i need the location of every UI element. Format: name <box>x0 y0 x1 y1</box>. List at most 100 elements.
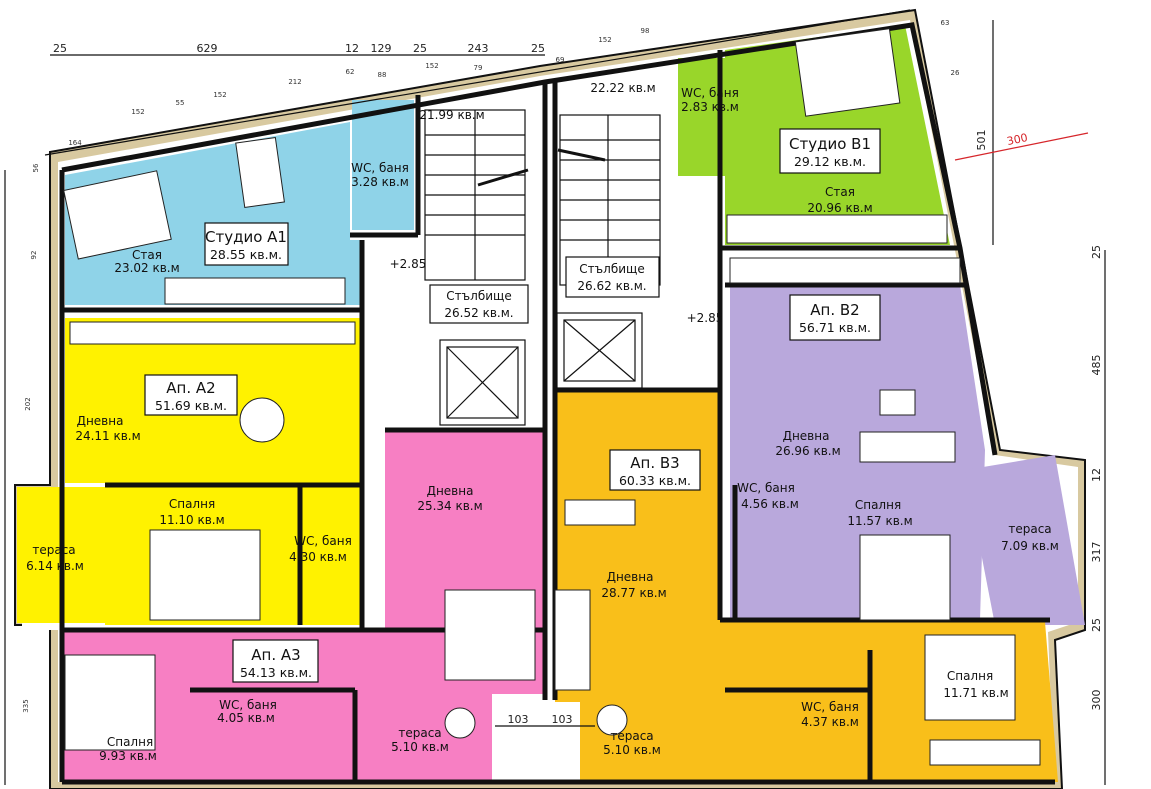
dim-right-6: 300 <box>1090 690 1103 711</box>
stairs-b-area: 22.22 кв.м <box>590 81 655 95</box>
apt-b2-living-name: Дневна <box>783 429 830 443</box>
dim-left-3: 335 <box>22 699 30 712</box>
apt-b2-area: 56.71 кв.м. <box>799 320 871 335</box>
dim-left-1: 92 <box>30 251 38 260</box>
studio-b1-room-name: Стая <box>825 185 855 199</box>
dim-facade-0: 164 <box>68 139 82 147</box>
studio-a1-room-area: 23.02 кв.м <box>114 261 179 275</box>
apt-b2-bedroom-name: Спалня <box>855 498 901 512</box>
studio-b1-title-box <box>779 128 881 174</box>
apt-b2-title: Ап. В2 <box>810 301 859 319</box>
apt-a3-wc-area: 4.05 кв.м <box>217 711 275 725</box>
dim-facade-6: 88 <box>378 71 387 79</box>
dim-facade-10: 152 <box>598 36 611 44</box>
studio-b1-room-area: 20.96 кв.м <box>807 201 872 215</box>
stairs-a-hall-box <box>429 284 529 324</box>
apt-a3-title: Ап. А3 <box>251 646 300 664</box>
dim-bottom-1: 103 <box>552 713 573 726</box>
apt-a2-living-area: 24.11 кв.м <box>75 429 140 443</box>
studio-b1-area: 29.12 кв.м. <box>794 154 866 169</box>
furniture <box>63 28 1041 766</box>
stairs-b-hall-name: Стълбище <box>579 262 644 276</box>
apt-b3-title-box <box>609 449 701 491</box>
dim-right-1: 25 <box>1090 245 1103 259</box>
stairs-a-hall-area: 26.52 кв.м. <box>444 306 513 320</box>
apt-b2-living-area: 26.96 кв.м <box>775 444 840 458</box>
studio-b1-wc-name: WC, баня <box>681 86 739 100</box>
dim-right-5: 25 <box>1090 618 1103 632</box>
studio-a1-area: 28.55 кв.м. <box>210 247 282 262</box>
staircase-b <box>557 114 661 286</box>
elevator-b <box>556 312 643 389</box>
dim-facade-4: 212 <box>288 78 301 86</box>
dim-facade-5: 62 <box>346 68 355 76</box>
stairs-b-hall-box <box>565 256 660 298</box>
studio-a1-title-box <box>204 222 289 266</box>
apt-a3-living-area: 25.34 кв.м <box>417 499 482 513</box>
studio-a1-title: Студио А1 <box>205 228 287 246</box>
apt-b3-wc-area: 4.37 кв.м <box>801 715 859 729</box>
stairs-b-hall-area: 26.62 кв.м. <box>577 279 646 293</box>
studio-b1-wc-fill <box>678 58 738 176</box>
apt-b2-terrace-area: 7.09 кв.м <box>1001 539 1059 553</box>
apt-b3-area: 60.33 кв.м. <box>619 473 691 488</box>
dimension-top: 25 629 12 129 25 243 25 <box>50 42 545 56</box>
studio-b1-wc-area: 2.83 кв.м <box>681 100 739 114</box>
apt-b3-bedroom-area: 11.71 кв.м <box>943 686 1008 700</box>
stairs-a-hall-name: Стълбище <box>446 289 511 303</box>
apt-a3-bedroom-area: 9.93 кв.м <box>99 749 157 763</box>
studio-a1-wc-name: WC, баня <box>351 161 409 175</box>
dim-right-slant-0: 63 <box>941 19 950 27</box>
dim-facade-11: 98 <box>641 27 650 35</box>
dim-facade-3: 152 <box>213 91 226 99</box>
apt-a2-area: 51.69 кв.м. <box>155 398 227 413</box>
dim-right-2: 485 <box>1090 355 1103 376</box>
dim-facade-8: 79 <box>474 64 483 72</box>
staircase-a <box>424 109 529 281</box>
stairs-b-level: +2.85 <box>687 311 724 325</box>
dim-offset-red: 300 <box>1006 131 1029 148</box>
stairs-a-level: +2.85 <box>390 257 427 271</box>
dim-facade-9: 69 <box>556 56 565 64</box>
apt-a3-area: 54.13 кв.м. <box>240 665 312 680</box>
dim-top-0: 25 <box>53 42 67 55</box>
apt-a2-wc-area: 4.30 кв.м <box>289 550 347 564</box>
apt-b2-wc-name: WC, баня <box>737 481 795 495</box>
dim-right-0: 501 <box>975 130 988 151</box>
dim-left-0: 56 <box>32 163 40 172</box>
dim-top-4: 25 <box>413 42 427 55</box>
dim-top-1: 629 <box>197 42 218 55</box>
apt-a3-terrace-area: 5.10 кв.м <box>391 740 449 754</box>
apt-b3-bedroom-name: Спалня <box>947 669 993 683</box>
dim-top-5: 243 <box>468 42 489 55</box>
apt-b2-wc-area: 4.56 кв.м <box>741 497 799 511</box>
dim-top-6: 25 <box>531 42 545 55</box>
apt-b3-title: Ап. В3 <box>630 454 679 472</box>
apt-b2-bedroom-area: 11.57 кв.м <box>847 514 912 528</box>
stairs-a-area: 21.99 кв.м <box>419 108 484 122</box>
studio-a1-room-name: Стая <box>132 248 162 262</box>
apt-a2-bedroom-area: 11.10 кв.м <box>159 513 224 527</box>
dim-top-2: 12 <box>345 42 359 55</box>
dim-right-3: 12 <box>1090 468 1103 482</box>
apt-b3-wc-name: WC, баня <box>801 700 859 714</box>
dim-right-4: 317 <box>1090 542 1103 563</box>
apt-a2-title-box <box>144 374 238 416</box>
dim-left-2: 202 <box>24 397 32 410</box>
apt-a2-terrace-area: 6.14 кв.м <box>26 559 84 573</box>
apt-a2-living-name: Дневна <box>77 414 124 428</box>
apt-b2-terrace-fill <box>965 455 1085 625</box>
apt-a3-living-name: Дневна <box>427 484 474 498</box>
apt-a3-bedroom-name: Спалня <box>107 735 153 749</box>
apt-b3-living-name: Дневна <box>607 570 654 584</box>
dim-facade-7: 152 <box>425 62 438 70</box>
dim-right-slant-1: 26 <box>951 69 960 77</box>
apt-a3-title-box <box>232 639 319 683</box>
dimension-bottom: 103 103 <box>495 713 595 727</box>
dim-facade-2: 55 <box>176 99 185 107</box>
dimension-facade: 164 152 55 152 212 62 88 152 79 69 152 9… <box>44 9 911 156</box>
studio-a1-wc-area: 3.28 кв.м <box>351 175 409 189</box>
apt-a2-title: Ап. А2 <box>166 379 215 397</box>
apt-a2-wc-name: WC, баня <box>294 534 352 548</box>
